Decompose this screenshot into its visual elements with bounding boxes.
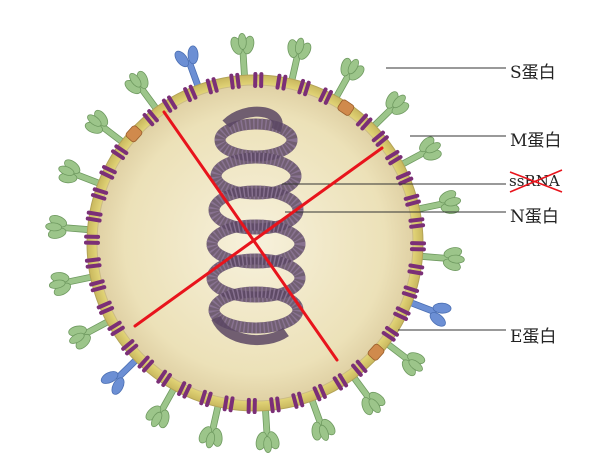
spike-protein-icon: [45, 215, 91, 239]
rna-coil-tail: [211, 315, 289, 346]
membrane-protein-icon: [137, 355, 155, 373]
rna-coil-texture: [208, 286, 304, 334]
spike-protein-icon: [100, 357, 139, 395]
membrane-protein-icon: [89, 279, 107, 293]
membrane-protein-icon: [409, 241, 427, 252]
membrane-protein-icon: [332, 373, 349, 391]
membrane-protein-icon: [403, 193, 421, 207]
membrane-protein-icon: [177, 381, 192, 399]
membrane-protein-icon: [222, 395, 235, 413]
cross-line-2: [133, 146, 384, 328]
membrane-protein-icon: [408, 217, 426, 229]
rna-coil-tail: [222, 106, 283, 133]
spike-protein-icon: [416, 190, 462, 214]
label-n-protein: N蛋白: [510, 207, 559, 227]
leader-lines: [282, 67, 506, 331]
spike-protein-icon: [84, 109, 125, 145]
membrane-protein-icon: [381, 326, 399, 342]
membrane-protein-icon: [395, 171, 414, 186]
spike-protein-icon: [68, 318, 110, 350]
spike-protein-icon: [333, 57, 365, 100]
spike-protein-icon: [124, 70, 159, 111]
cross-mark: [133, 110, 384, 362]
membrane-protein-icon: [99, 165, 117, 180]
membrane-protein-icon: [351, 359, 368, 377]
spike-protein-icon: [230, 33, 255, 78]
membrane-protein-icon: [318, 87, 333, 105]
membrane-protein-icon: [107, 320, 125, 337]
spike-protein-icon: [48, 272, 94, 296]
membrane-protein-icon: [96, 300, 115, 315]
membrane-protein-icon: [355, 113, 373, 131]
membrane-protein-icon: [253, 71, 264, 89]
spike-protein-icon: [351, 375, 386, 416]
label-e-protein: E蛋白: [510, 327, 557, 347]
membrane-protein-icon: [371, 130, 389, 147]
membrane-protein-icon: [385, 149, 403, 166]
membrane-protein-icon: [401, 285, 420, 299]
membrane-protein-icon: [183, 84, 198, 103]
label-s-protein: S蛋白: [510, 63, 556, 83]
spike-protein-icon: [419, 247, 465, 271]
membrane-protein-icon: [297, 78, 311, 97]
membrane-protein-icon: [84, 257, 102, 269]
membrane-protein-icon: [229, 72, 241, 90]
rna-coil-texture: [206, 219, 306, 269]
rna-coil-texture: [206, 253, 306, 303]
membrane-protein-icon: [142, 109, 159, 127]
cross-line-1: [162, 110, 339, 362]
rna-coil-texture: [214, 118, 298, 162]
spike-protein-icon: [198, 404, 223, 449]
spike-protein-icon: [174, 45, 201, 88]
rna-coil-texture: [210, 152, 302, 200]
ssrna-strike-mark: [509, 169, 563, 193]
membrane-protein-icon: [199, 389, 213, 408]
envelope-protein-icon: [337, 99, 355, 116]
membrane-protein-icon: [246, 397, 257, 415]
membrane-protein-icon: [393, 306, 411, 321]
membrane-protein-icon: [156, 369, 172, 387]
spike-protein-icon: [58, 159, 101, 187]
spike-protein-icon: [400, 136, 442, 168]
envelope-protein-icon: [125, 125, 143, 143]
membrane-protein-icon: [312, 383, 327, 402]
membrane-protein-icon: [83, 234, 101, 245]
label-m-protein: M蛋白: [510, 131, 562, 151]
membrane-protein-layer: [83, 71, 427, 415]
membrane-protein-icon: [85, 210, 103, 223]
spike-protein-icon: [409, 299, 452, 327]
membrane-protein-icon: [90, 187, 109, 201]
membrane-protein-icon: [291, 391, 305, 409]
membrane-protein-icon: [111, 144, 129, 160]
membrane-protein-icon: [161, 95, 178, 113]
membrane-protein-icon: [205, 77, 219, 95]
spike-protein-icon: [309, 398, 336, 441]
membrane-protein-icon: [269, 396, 281, 414]
envelope-protein-icon: [367, 343, 385, 361]
membrane-protein-icon: [407, 263, 425, 276]
spike-protein-icon: [371, 91, 410, 129]
spike-protein-icon: [145, 386, 177, 429]
membrane-protein-icon: [275, 73, 288, 91]
spike-protein-icon: [255, 408, 280, 453]
membrane-protein-icon: [121, 339, 139, 356]
ssrna-nucleocapsid: [206, 106, 306, 346]
